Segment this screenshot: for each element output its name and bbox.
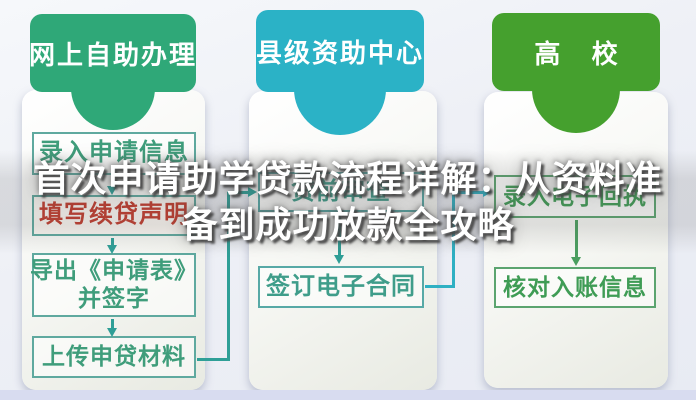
step-label-line1: 导出《申请表》: [30, 257, 198, 284]
flow-arrow-down: [111, 238, 114, 246]
flow-arrow-down: [338, 214, 341, 256]
flow-arrow-down: [575, 220, 578, 258]
step-label: 签订电子合同: [266, 272, 416, 300]
flow-arrowhead-down: [571, 257, 581, 266]
university-header-label: 高 校: [534, 38, 630, 69]
connector-online-to-county-segment: [227, 191, 230, 361]
flow-arrowhead-down: [334, 255, 344, 264]
step-export-application-form: 导出《申请表》 并签字: [30, 253, 198, 317]
flow-arrowhead-down: [107, 328, 117, 337]
step-enter-electronic-receipt: 录入电子回执: [494, 175, 656, 218]
flow-arrow-down: [111, 319, 114, 329]
county-center-column-card: [249, 91, 437, 390]
step-label-line2: 并签字: [78, 285, 150, 311]
county-center-column-header: 县级资助中心: [256, 10, 424, 92]
step-enter-application-info: 录入申请信息: [32, 132, 196, 175]
flow-arrowhead-down: [107, 186, 117, 195]
connector-county-to-university-segment: [425, 285, 455, 288]
flow-arrowhead-down: [107, 245, 117, 254]
step-label: 录入电子回执: [503, 182, 647, 209]
step-fill-renewal-declaration: 填写续贷声明: [32, 195, 196, 236]
connector-county-to-university-segment: [452, 191, 484, 194]
bottom-strip: [0, 390, 696, 400]
step-label: 录入申请信息: [39, 139, 189, 167]
online-header-label: 网上自助办理: [29, 39, 198, 70]
step-label: 填写续贷声明: [39, 201, 189, 229]
university-column-header: 高 校: [492, 13, 660, 91]
step-verify-account-info: 核对入账信息: [494, 267, 656, 308]
step-label: 核对入账信息: [503, 273, 647, 300]
step-label: 上传申贷材料: [42, 343, 186, 370]
online-column-header: 网上自助办理: [29, 14, 198, 92]
connector-county-to-university-arrowhead: [483, 187, 492, 197]
connector-online-to-county-segment: [197, 358, 230, 361]
step-label: 贷前审查: [291, 177, 391, 205]
connector-county-to-university-segment: [452, 191, 455, 288]
connector-online-to-county-segment: [227, 191, 249, 194]
step-sign-electronic-contract: 签订电子合同: [258, 266, 424, 308]
step-pre-loan-review: 贷前审查: [258, 172, 424, 212]
flow-arrow-down: [111, 177, 114, 187]
connector-online-to-county-arrowhead: [248, 187, 257, 197]
county-center-header-label: 县级资助中心: [256, 37, 425, 68]
step-upload-loan-materials: 上传申贷材料: [32, 336, 196, 378]
